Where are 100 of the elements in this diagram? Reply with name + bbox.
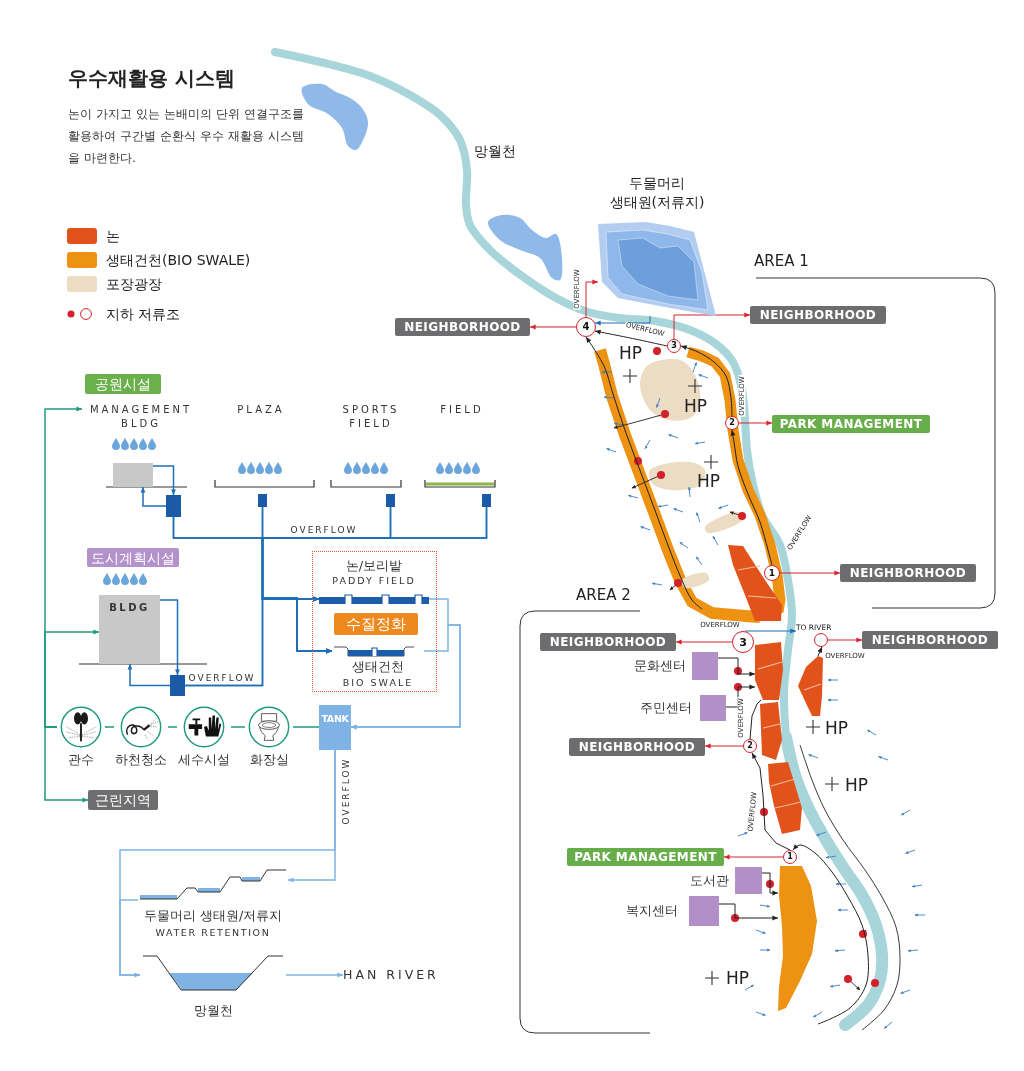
destination-tag: NEIGHBORHOOD bbox=[569, 738, 705, 756]
flow-arrow bbox=[738, 420, 773, 426]
pond-title: 두물머리 생태원(저류지) bbox=[608, 174, 706, 212]
flow-arrow bbox=[159, 599, 180, 676]
category-tag: 도시계획시설 bbox=[87, 548, 179, 567]
flow-arrow bbox=[44, 726, 89, 803]
flow-arrow bbox=[152, 465, 176, 496]
treatment-area-frame bbox=[312, 551, 437, 692]
flow-arrow bbox=[119, 749, 336, 978]
flow-arrow bbox=[594, 329, 668, 347]
facility-label: 도서관 bbox=[690, 872, 729, 889]
bio-swale-band bbox=[778, 866, 817, 1011]
storage-tank-marker: 4 bbox=[576, 317, 596, 337]
paddy-field-shape bbox=[798, 656, 823, 716]
area-title: AREA 2 bbox=[576, 586, 631, 604]
storage-tank-block bbox=[170, 675, 185, 696]
area-subtitle: WATER RETENTION bbox=[154, 927, 272, 939]
storage-tank-marker: 3 bbox=[667, 339, 681, 353]
connector-line bbox=[230, 726, 246, 728]
flow-arrow bbox=[585, 336, 703, 610]
flow-arrow bbox=[44, 629, 100, 728]
legend-label: 생태건천(BIO SWALE) bbox=[106, 251, 251, 269]
flow-arrow bbox=[680, 345, 733, 417]
flow-arrow bbox=[779, 570, 841, 576]
storage-tank-marker: 3 bbox=[732, 631, 754, 653]
flow-arrow bbox=[827, 637, 863, 643]
flow-arrow bbox=[718, 903, 779, 921]
flow-arrow bbox=[350, 624, 461, 730]
flow-arrow bbox=[730, 429, 773, 566]
flow-arrow bbox=[675, 639, 733, 645]
storage-tank-block bbox=[166, 495, 181, 517]
storage-tank-marker: 1 bbox=[764, 565, 780, 581]
stream-name: 망월천 bbox=[474, 143, 516, 160]
connector-line bbox=[119, 899, 141, 976]
process-tag: 수질정화 bbox=[334, 613, 418, 635]
destination-tag: NEIGHBORHOOD bbox=[395, 318, 530, 336]
flow-arrow bbox=[594, 315, 651, 326]
map-label: HP bbox=[845, 775, 869, 795]
facility-heading: MANAGEMENT BLDG bbox=[82, 403, 200, 435]
map-label: HP bbox=[697, 471, 721, 491]
facility-label: 복지센터 bbox=[626, 903, 678, 919]
facility-heading: SPORTS FIELD bbox=[341, 403, 401, 431]
use-caption: 세수시설 bbox=[177, 752, 231, 768]
legend-label: 지하 저류조 bbox=[106, 305, 181, 323]
facility-heading: PLAZA bbox=[236, 403, 286, 417]
flow-arrow bbox=[817, 646, 823, 657]
storage-tank-block bbox=[258, 494, 267, 507]
storage-tank-block bbox=[482, 494, 491, 507]
connector-line bbox=[104, 726, 115, 728]
flow-arrow bbox=[285, 972, 344, 978]
description-text: 논이 가지고 있는 논배미의 단위 연결구조를 활용하여 구간별 순환식 우수 재활용 시스템을 마련한다. bbox=[68, 105, 305, 167]
flow-arrow bbox=[673, 312, 751, 340]
storage-tank-marker bbox=[814, 633, 828, 647]
flow-arrow bbox=[585, 279, 599, 318]
map-label: HP bbox=[825, 718, 849, 738]
storage-tank-marker: 2 bbox=[725, 416, 739, 430]
use-caption: 화장실 bbox=[248, 752, 290, 768]
edge-label: OVERFLOW bbox=[289, 525, 359, 535]
storage-tank-marker: 1 bbox=[783, 850, 797, 864]
paddy-field-shape bbox=[768, 762, 802, 834]
paddy-field-shape bbox=[755, 642, 783, 700]
destination-tag: NEIGHBORHOOD bbox=[540, 633, 676, 651]
flow-arrow bbox=[717, 657, 756, 677]
area-subtitle: BIO SWALE bbox=[341, 677, 415, 689]
flow-arrow bbox=[792, 844, 869, 1025]
area-title: 두물머리 생태원/저류지 bbox=[142, 908, 284, 924]
flow-arrow bbox=[704, 743, 744, 749]
facility-heading: FIELD bbox=[439, 403, 485, 417]
storage-tank-marker: 2 bbox=[743, 739, 757, 753]
map-label: HP bbox=[619, 343, 643, 363]
building-block: BLDG bbox=[99, 595, 160, 664]
facility-label: 문화센터 bbox=[634, 658, 686, 674]
tank-block: TANK bbox=[319, 705, 351, 750]
use-caption: 하천청소 bbox=[114, 752, 168, 768]
area-title: 논/보리밭 bbox=[344, 558, 404, 574]
connector-line bbox=[749, 699, 762, 740]
diagram-title: 우수재활용 시스템 bbox=[68, 66, 235, 90]
flow-arrow bbox=[751, 752, 791, 851]
flow-arrow bbox=[127, 663, 171, 687]
legend-label: 포장광장 bbox=[106, 275, 162, 293]
storage-tank-block bbox=[386, 494, 395, 507]
destination-tag: NEIGHBORHOOD bbox=[862, 631, 998, 649]
facility-label: 주민센터 bbox=[640, 700, 692, 716]
area-title: AREA 1 bbox=[754, 252, 809, 270]
flow-arrow bbox=[140, 486, 167, 507]
destination-tag: NEIGHBORHOOD bbox=[750, 306, 886, 324]
paddy-field-shape bbox=[760, 702, 782, 760]
area-subtitle: PADDY FIELD bbox=[331, 575, 417, 587]
map-label: HP bbox=[726, 968, 750, 988]
connector-line bbox=[292, 726, 320, 728]
area-title: 생태건천 bbox=[351, 659, 405, 675]
destination-label: HAN RIVER bbox=[343, 966, 455, 983]
map-label: HP bbox=[684, 396, 708, 416]
flow-arrow bbox=[723, 854, 784, 860]
use-caption: 관수 bbox=[67, 752, 95, 768]
edge-label: OVERFLOW bbox=[187, 673, 257, 683]
legend-label: 논 bbox=[106, 227, 120, 245]
destination-tag: NEIGHBORHOOD bbox=[840, 564, 976, 582]
building-block bbox=[113, 463, 153, 487]
destination-tag: PARK MANAGEMENT bbox=[567, 848, 724, 866]
